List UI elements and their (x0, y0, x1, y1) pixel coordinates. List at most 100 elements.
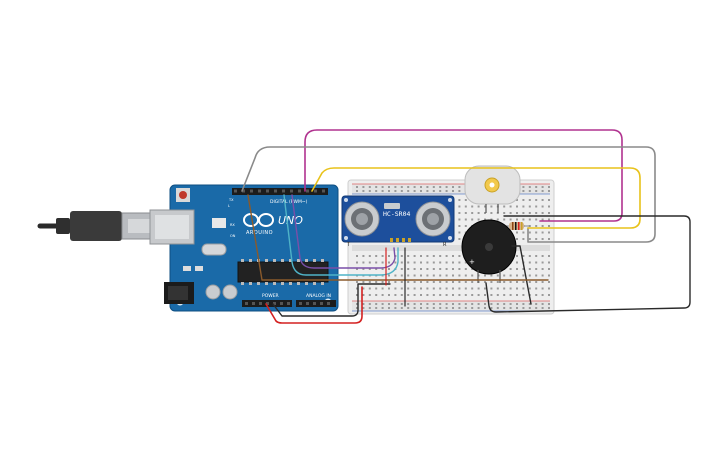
breadboard-hole (509, 307, 512, 309)
breadboard-hole (471, 281, 474, 283)
breadboard-hole (458, 225, 461, 227)
breadboard-hole (375, 307, 378, 309)
breadboard-hole (420, 186, 422, 188)
breadboard-hole (464, 287, 467, 290)
breadboard-hole (394, 303, 397, 305)
breadboard-hole (528, 199, 531, 201)
piezo-buzzer[interactable]: + (461, 219, 517, 283)
breadboard-hole (528, 287, 531, 290)
wire-magenta[interactable] (304, 129, 623, 222)
breadboard-hole (541, 218, 544, 221)
wire-red-power[interactable] (265, 286, 363, 324)
breadboard-hole (407, 294, 410, 296)
wire-brown[interactable] (247, 194, 549, 281)
breadboard-hole (445, 287, 448, 290)
breadboard-hole (439, 186, 442, 188)
breadboard-hole (548, 231, 550, 234)
breadboard-hole (477, 294, 480, 296)
breadboard-hole (356, 190, 358, 192)
breadboard-hole (541, 225, 544, 227)
sensor-transmitter (344, 201, 380, 237)
breadboard-hole (388, 255, 390, 257)
breadboard-hole (535, 268, 538, 270)
breadboard-hole (426, 281, 429, 283)
breadboard-hole (432, 255, 435, 257)
breadboard-hole (522, 186, 525, 188)
breadboard-hole (516, 218, 518, 221)
breadboard-hole (413, 274, 416, 277)
breadboard-hole (381, 261, 384, 264)
breadboard-hole (509, 294, 512, 296)
breadboard-hole (464, 281, 467, 283)
breadboard-hole (528, 307, 531, 309)
breadboard-hole (413, 281, 416, 283)
breadboard-hole (413, 261, 416, 264)
breadboard-hole (458, 268, 461, 270)
breadboard-hole (413, 303, 416, 305)
breadboard-hole (362, 268, 365, 270)
breadboard-hole (496, 281, 499, 283)
breadboard-hole (522, 294, 525, 296)
breadboard-hole (522, 287, 525, 290)
wire-gray[interactable] (241, 146, 656, 243)
breadboard-hole (548, 190, 550, 192)
breadboard-hole (452, 307, 454, 309)
breadboard-hole (548, 274, 550, 277)
resistor[interactable] (503, 222, 530, 230)
breadboard-hole (541, 255, 544, 257)
breadboard-hole (394, 287, 397, 290)
breadboard-hole (490, 303, 493, 305)
breadboard-hole (535, 274, 538, 277)
breadboard-hole (420, 268, 422, 270)
breadboard-hole (548, 218, 550, 221)
breadboard-hole (541, 281, 544, 283)
breadboard-hole (548, 294, 550, 296)
rx-label: RX (230, 223, 235, 227)
breadboard-hole (535, 238, 538, 240)
buzzer-plus-label: + (469, 258, 475, 266)
breadboard-hole (368, 255, 371, 257)
breadboard-hole (528, 212, 531, 214)
breadboard-hole (541, 303, 544, 305)
ultrasonic-sensor[interactable]: HC-SR04 T R (341, 195, 455, 248)
breadboard-hole (484, 212, 486, 214)
breadboard-hole (452, 190, 454, 192)
breadboard-hole (445, 190, 448, 192)
breadboard-hole (528, 274, 531, 277)
breadboard-hole (503, 212, 506, 214)
arduino-board[interactable]: UNO ARDUINO DIGITAL (PWM~) POWER ANALOG … (149, 184, 339, 312)
breadboard-hole (394, 190, 397, 192)
breadboard-hole (356, 186, 358, 188)
breadboard-hole (420, 190, 422, 192)
wire-black-right[interactable] (485, 215, 691, 313)
breadboard-hole (535, 294, 538, 296)
breadboard-hole (541, 238, 544, 240)
breadboard-hole (445, 303, 448, 305)
wire-cyan[interactable] (283, 194, 399, 276)
breadboard-hole (439, 281, 442, 283)
breadboard-hole (516, 205, 518, 208)
breadboard-hole (528, 231, 531, 234)
breadboard-hole (477, 205, 480, 208)
breadboard-hole (541, 186, 544, 188)
wire-yellow[interactable] (311, 167, 641, 229)
breadboard-hole (356, 261, 358, 264)
breadboard-hole (362, 261, 365, 264)
breadboard-hole (471, 205, 474, 208)
wire-black-gnd[interactable] (272, 283, 391, 317)
wire-black-buzzer[interactable] (511, 245, 532, 305)
breadboard-hole (535, 307, 538, 309)
breadboard-hole (381, 303, 384, 305)
wire-purple[interactable] (291, 194, 396, 269)
dc-motor[interactable] (464, 165, 521, 213)
breadboard-hole (407, 307, 410, 309)
breadboard-hole (496, 218, 499, 221)
breadboard-hole (509, 205, 512, 208)
breadboard-hole (484, 218, 486, 221)
breadboard-hole (471, 294, 474, 296)
breadboard-hole (381, 307, 384, 309)
breadboard-hole (375, 261, 378, 264)
breadboard-hole (548, 238, 550, 240)
breadboard-hole (522, 274, 525, 277)
breadboard-hole (432, 261, 435, 264)
